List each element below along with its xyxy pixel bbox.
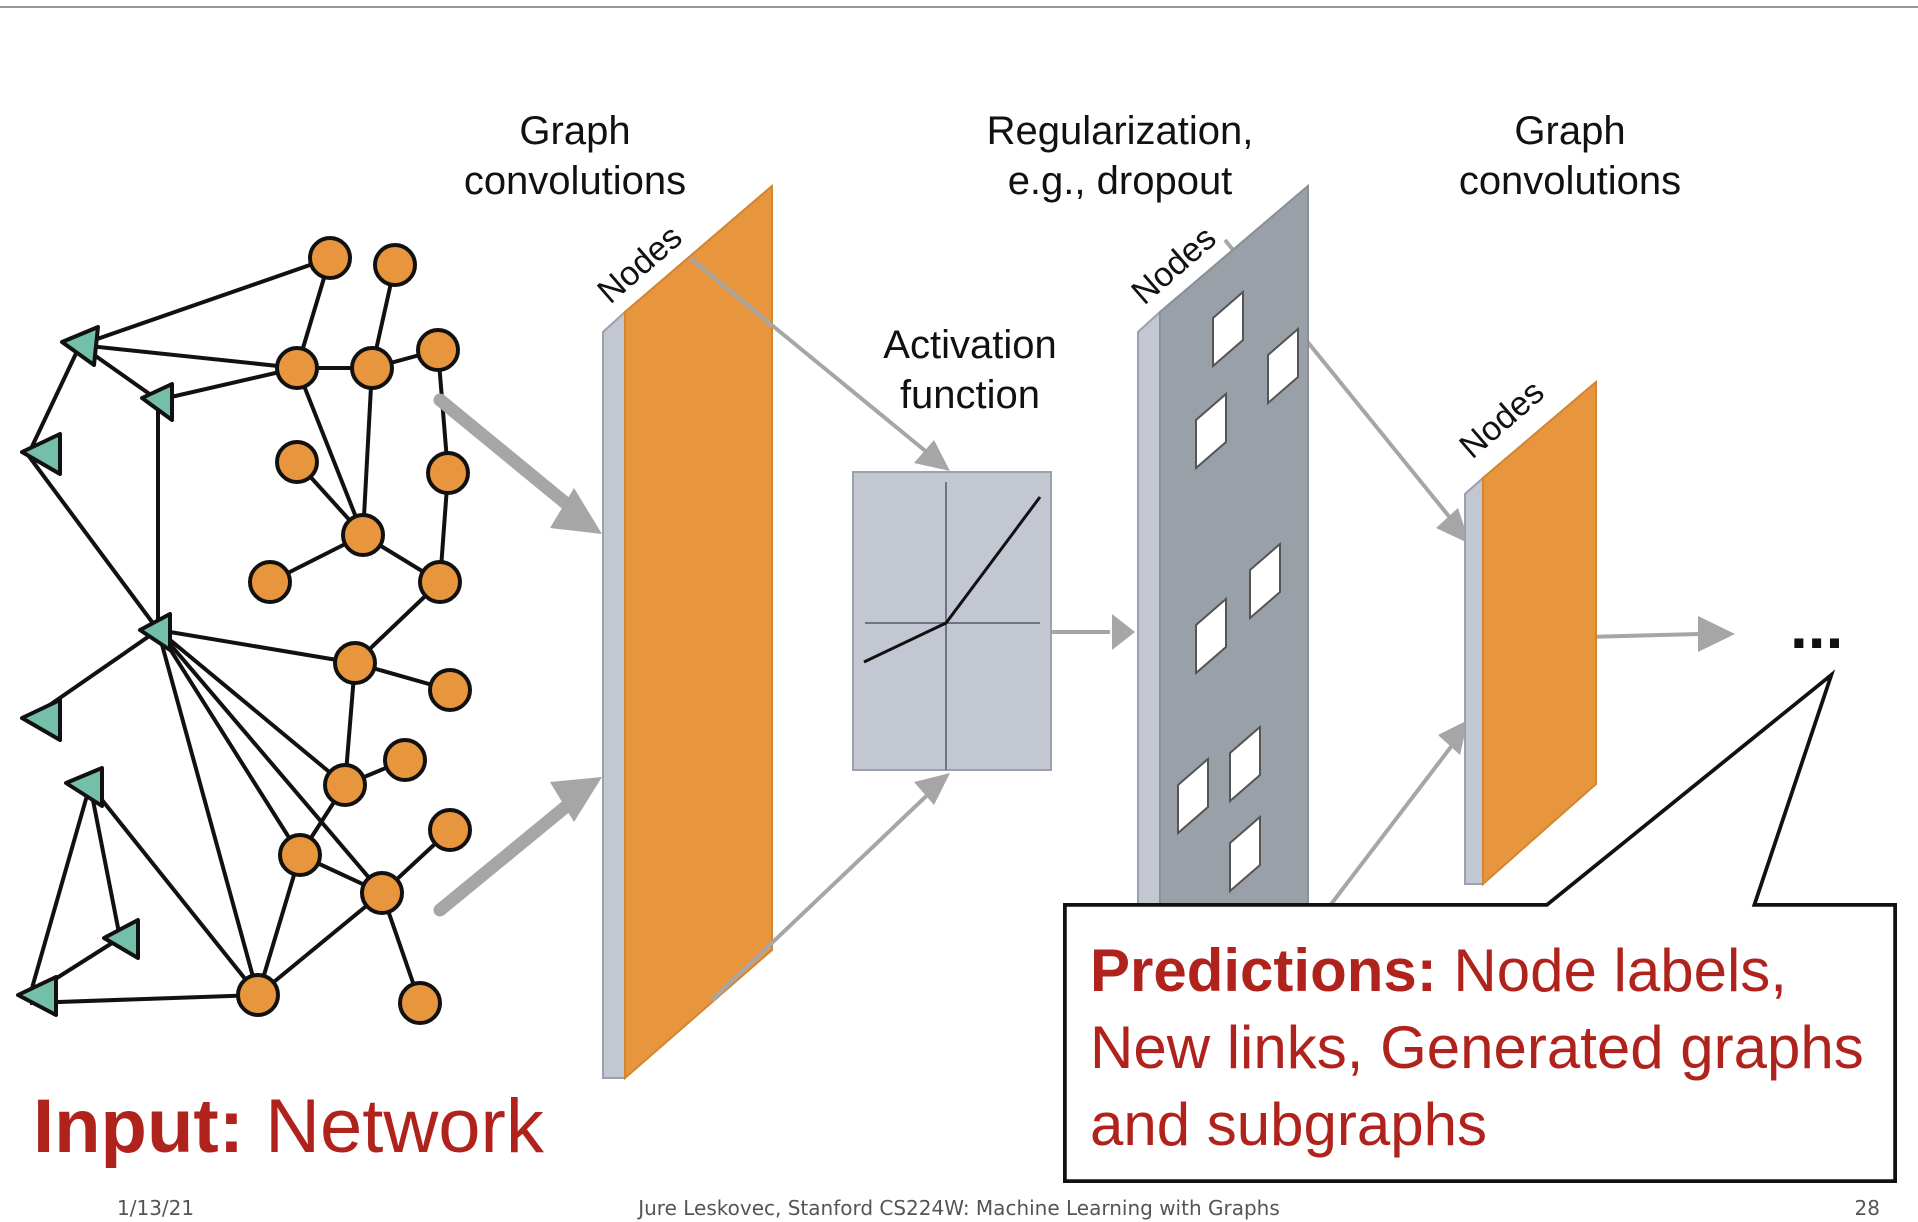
graph-node-circle — [428, 808, 472, 852]
graph-convolutions-label-2: Graph convolutions — [1458, 109, 1682, 203]
graph-node-circle — [308, 236, 352, 280]
graph-node-triangle — [138, 612, 172, 652]
graph-node-circle — [416, 328, 460, 372]
graph-node-circle — [398, 981, 442, 1025]
input-label: Input: Network — [33, 1084, 544, 1169]
graph-node-circle — [360, 871, 404, 915]
graph-node-circle — [278, 833, 322, 877]
graph-node-circle — [428, 668, 472, 712]
graph-node-triangle — [60, 325, 100, 367]
predictions-callout — [1063, 669, 1897, 1183]
ellipsis: ... — [1790, 590, 1843, 662]
layer-slab-3 — [1464, 379, 1597, 887]
graph-triangles — [16, 325, 174, 1017]
graph-convolutions-label-1: Graph convolutions — [463, 109, 687, 203]
page-number: 28 — [1854, 1196, 1880, 1220]
graph-nodes — [236, 236, 472, 1025]
graph-node-triangle — [20, 698, 62, 742]
dropout-holes — [1177, 289, 1299, 894]
graph-node-circle — [350, 346, 394, 390]
footer-date: 1/13/21 — [117, 1196, 195, 1220]
graph-node-triangle — [64, 766, 104, 808]
graph-node-circle — [323, 763, 367, 807]
graph-node-circle — [373, 243, 417, 287]
graph-node-circle — [248, 560, 292, 604]
graph-node-triangle — [140, 382, 174, 422]
graph-node-triangle — [102, 918, 140, 960]
footer-title: Jure Leskovec, Stanford CS224W: Machine … — [638, 1196, 1280, 1220]
activation-function-label: Activation function — [883, 323, 1057, 417]
relu-curve — [863, 496, 1042, 664]
top-divider — [0, 6, 1918, 8]
graph-node-circle — [275, 440, 319, 484]
layer-slab-2-dropout — [1137, 183, 1309, 911]
graph-node-circle — [341, 513, 385, 557]
graph-node-circle — [418, 560, 462, 604]
regularization-label: Regularization, e.g., dropout — [986, 109, 1254, 203]
graph-node-circle — [236, 973, 280, 1017]
graph-node-circle — [275, 346, 319, 390]
predictions-label: Predictions: Node labels, New links, Gen… — [1090, 937, 1864, 1158]
graph-node-circle — [333, 641, 377, 685]
graph-node-triangle — [20, 432, 62, 476]
input-arrows — [433, 393, 602, 917]
graph-edges — [26, 256, 452, 1005]
graph-node-circle — [383, 738, 427, 782]
activation-box — [852, 471, 1052, 771]
graph-node-circle — [426, 451, 470, 495]
graph-node-triangle — [16, 975, 58, 1017]
layer-slab-1 — [602, 183, 773, 1081]
